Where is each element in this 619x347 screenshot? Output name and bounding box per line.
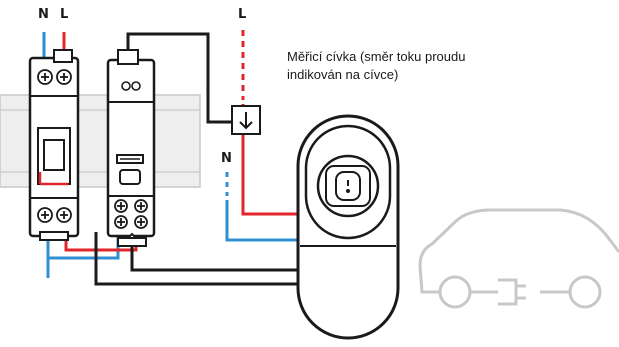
control-module xyxy=(106,49,156,247)
live-label-right: L xyxy=(238,7,247,22)
neutral-wire-right xyxy=(225,200,312,242)
charging-socket-icon xyxy=(316,154,380,218)
measuring-coil xyxy=(231,105,261,135)
down-arrow-icon xyxy=(239,112,253,130)
terminal-icon xyxy=(114,199,148,229)
neutral-label-right: N xyxy=(221,151,232,166)
live-label-left: L xyxy=(60,7,69,22)
control-wire-2 xyxy=(94,232,340,286)
control-wire-1 xyxy=(130,236,340,272)
coil-annotation-line-1: Měřicí cívka (směr toku proudu xyxy=(287,49,466,64)
live-wire-right xyxy=(241,104,312,216)
coil-annotation: Měřicí cívka (směr toku proudu indikován… xyxy=(287,48,587,84)
neutral-label-left: N xyxy=(38,7,49,22)
wallbox-charger xyxy=(296,114,400,340)
coil-annotation-line-2: indikován na cívce) xyxy=(287,67,399,82)
circuit-breaker xyxy=(28,49,80,241)
terminal-icon xyxy=(37,69,72,223)
coil-signal-wire xyxy=(126,32,236,124)
car-outline-icon xyxy=(418,208,619,309)
